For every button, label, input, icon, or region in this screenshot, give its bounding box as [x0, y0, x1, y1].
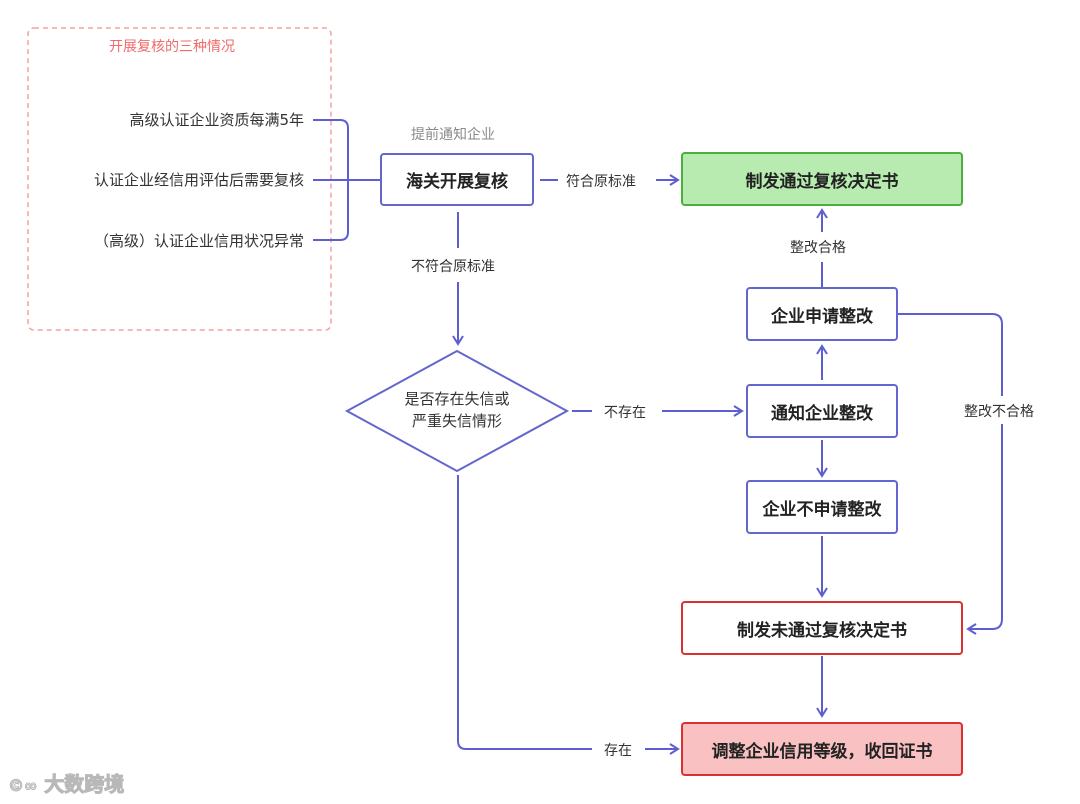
node-apply-rectify: 企业申请整改	[746, 287, 898, 341]
watermark-icon: ©∞	[7, 776, 38, 796]
notify-hint: 提前通知企业	[411, 127, 495, 143]
watermark-logo: ©∞ 大数跨境	[7, 768, 125, 797]
decision-diamond	[344, 349, 570, 473]
condition-group-title: 开展复核的三种情况	[109, 39, 235, 55]
decision-line: 严重失信情形	[411, 412, 502, 430]
node-customs-review: 海关开展复核	[380, 153, 534, 206]
node-not-apply-rectify: 企业不申请整改	[746, 480, 898, 534]
decision-line: 是否存在失信或	[404, 390, 510, 408]
node-issue-pass-decision: 制发通过复核决定书	[681, 152, 963, 206]
edge-label-not-meets-standard: 不符合原标准	[411, 259, 495, 275]
edge-decision-to-adjust-a	[457, 475, 592, 750]
edge-apply-to-fail-a	[898, 313, 1003, 396]
edge-label-rectify-pass: 整改合格	[790, 240, 846, 256]
node-issue-fail-decision: 制发未通过复核决定书	[681, 601, 963, 655]
edge-label-not-exist: 不存在	[604, 405, 646, 421]
condition-item: （高级）认证企业信用状况异常	[93, 232, 304, 250]
node-notify-rectify: 通知企业整改	[746, 384, 898, 438]
edge-label-exist: 存在	[604, 743, 632, 759]
edge-label-rectify-fail: 整改不合格	[964, 404, 1034, 420]
node-adjust-credit-level: 调整企业信用等级，收回证书	[681, 722, 963, 776]
decision-text: 是否存在失信或 严重失信情形	[377, 388, 537, 432]
condition-item: 认证企业经信用评估后需要复核	[93, 171, 304, 189]
edge-apply-to-fail-b	[966, 424, 1003, 635]
edge-label-meets-standard: 符合原标准	[566, 174, 636, 190]
condition-item: 高级认证企业资质每满5年	[129, 111, 304, 129]
watermark-text: 大数跨境	[44, 772, 125, 797]
